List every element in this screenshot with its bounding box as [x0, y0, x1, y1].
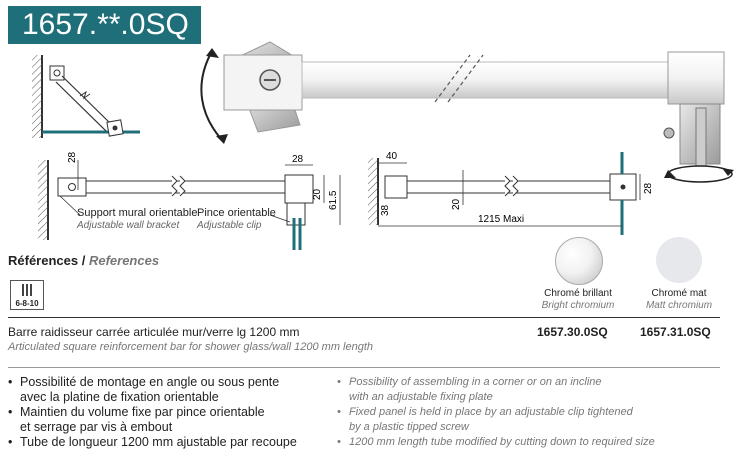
- dim-61-5: 61.5: [328, 190, 339, 210]
- dim-38: 38: [380, 204, 391, 216]
- feature-fr-item: Possibilité de montage en angle ou sous …: [8, 375, 297, 390]
- divider-bottom: [8, 367, 720, 368]
- product-render: [200, 41, 734, 183]
- feature-fr-item: et serrage par vis à embout: [20, 420, 173, 434]
- finish-matt-en: Matt chromium: [645, 300, 713, 311]
- features-list-en: Possibility of assembling in a corner or…: [337, 375, 655, 450]
- finish-bright-en: Bright chromium: [541, 300, 615, 311]
- code-bright-chromium: 1657.30.0SQ: [537, 325, 608, 339]
- finish-bright-fr: Chromé brillant: [544, 288, 612, 299]
- plan-view-right: [368, 152, 641, 235]
- feature-en-item: Possibility of assembling in a corner or…: [337, 375, 655, 390]
- dim-28-c: 28: [643, 182, 654, 194]
- dim-28-a: 28: [67, 151, 78, 163]
- references-separator: /: [78, 253, 89, 268]
- references-heading-fr: Références: [8, 253, 79, 268]
- product-code-banner: 1657.**.0SQ: [8, 6, 201, 44]
- dim-20-b: 20: [451, 198, 462, 210]
- feature-en-item: Fixed panel is held in place by an adjus…: [337, 405, 655, 420]
- glass-thickness-icon: 6-8-10: [10, 280, 44, 310]
- feature-fr-item: Tube de longueur 1200 mm ajustable par r…: [8, 435, 297, 450]
- clip-label-fr: Pince orientable: [197, 207, 276, 219]
- dim-28-b: 28: [292, 154, 304, 165]
- dim-40: 40: [386, 151, 398, 162]
- feature-en-item: with an adjustable fixing plate: [349, 391, 493, 403]
- bright-chromium-swatch: [555, 237, 603, 285]
- feature-en-item: by a plastic tipped screw: [349, 421, 469, 433]
- angled-mount-diagram: [32, 55, 140, 138]
- references-heading: Références / References: [8, 253, 159, 268]
- matt-chromium-swatch: [656, 237, 702, 283]
- product-description-fr: Barre raidisseur carrée articulée mur/ve…: [8, 325, 300, 339]
- dim-20-a: 20: [312, 188, 323, 200]
- feature-fr-item: avec la platine de fixation orientable: [20, 390, 219, 404]
- product-description-en: Articulated square reinforcement bar for…: [8, 341, 374, 353]
- feature-fr-item: Maintien du volume fixe par pince orient…: [8, 405, 297, 420]
- dim-1215: 1215 Maxi: [478, 214, 524, 225]
- code-matt-chromium: 1657.31.0SQ: [640, 325, 711, 339]
- clip-label-en: Adjustable clip: [197, 220, 262, 231]
- glass-panes-icon: [22, 284, 34, 296]
- features-list-fr: Possibilité de montage en angle ou sous …: [8, 375, 297, 450]
- technical-drawing: 28 28 20 61.5 40 38 20 1215 Maxi 28: [32, 41, 734, 250]
- wall-bracket-label-en: Adjustable wall bracket: [77, 220, 180, 231]
- side-elevation-left: [38, 160, 341, 250]
- feature-en-item: 1200 mm length tube modified by cutting …: [337, 435, 655, 450]
- product-code: 1657.**.0SQ: [22, 8, 189, 41]
- finish-matt-fr: Chromé mat: [651, 288, 707, 299]
- references-heading-en: References: [88, 253, 160, 268]
- divider-top: [8, 317, 720, 318]
- wall-bracket-label-fr: Support mural orientable: [77, 207, 198, 219]
- glass-thickness-value: 6-8-10: [15, 299, 39, 308]
